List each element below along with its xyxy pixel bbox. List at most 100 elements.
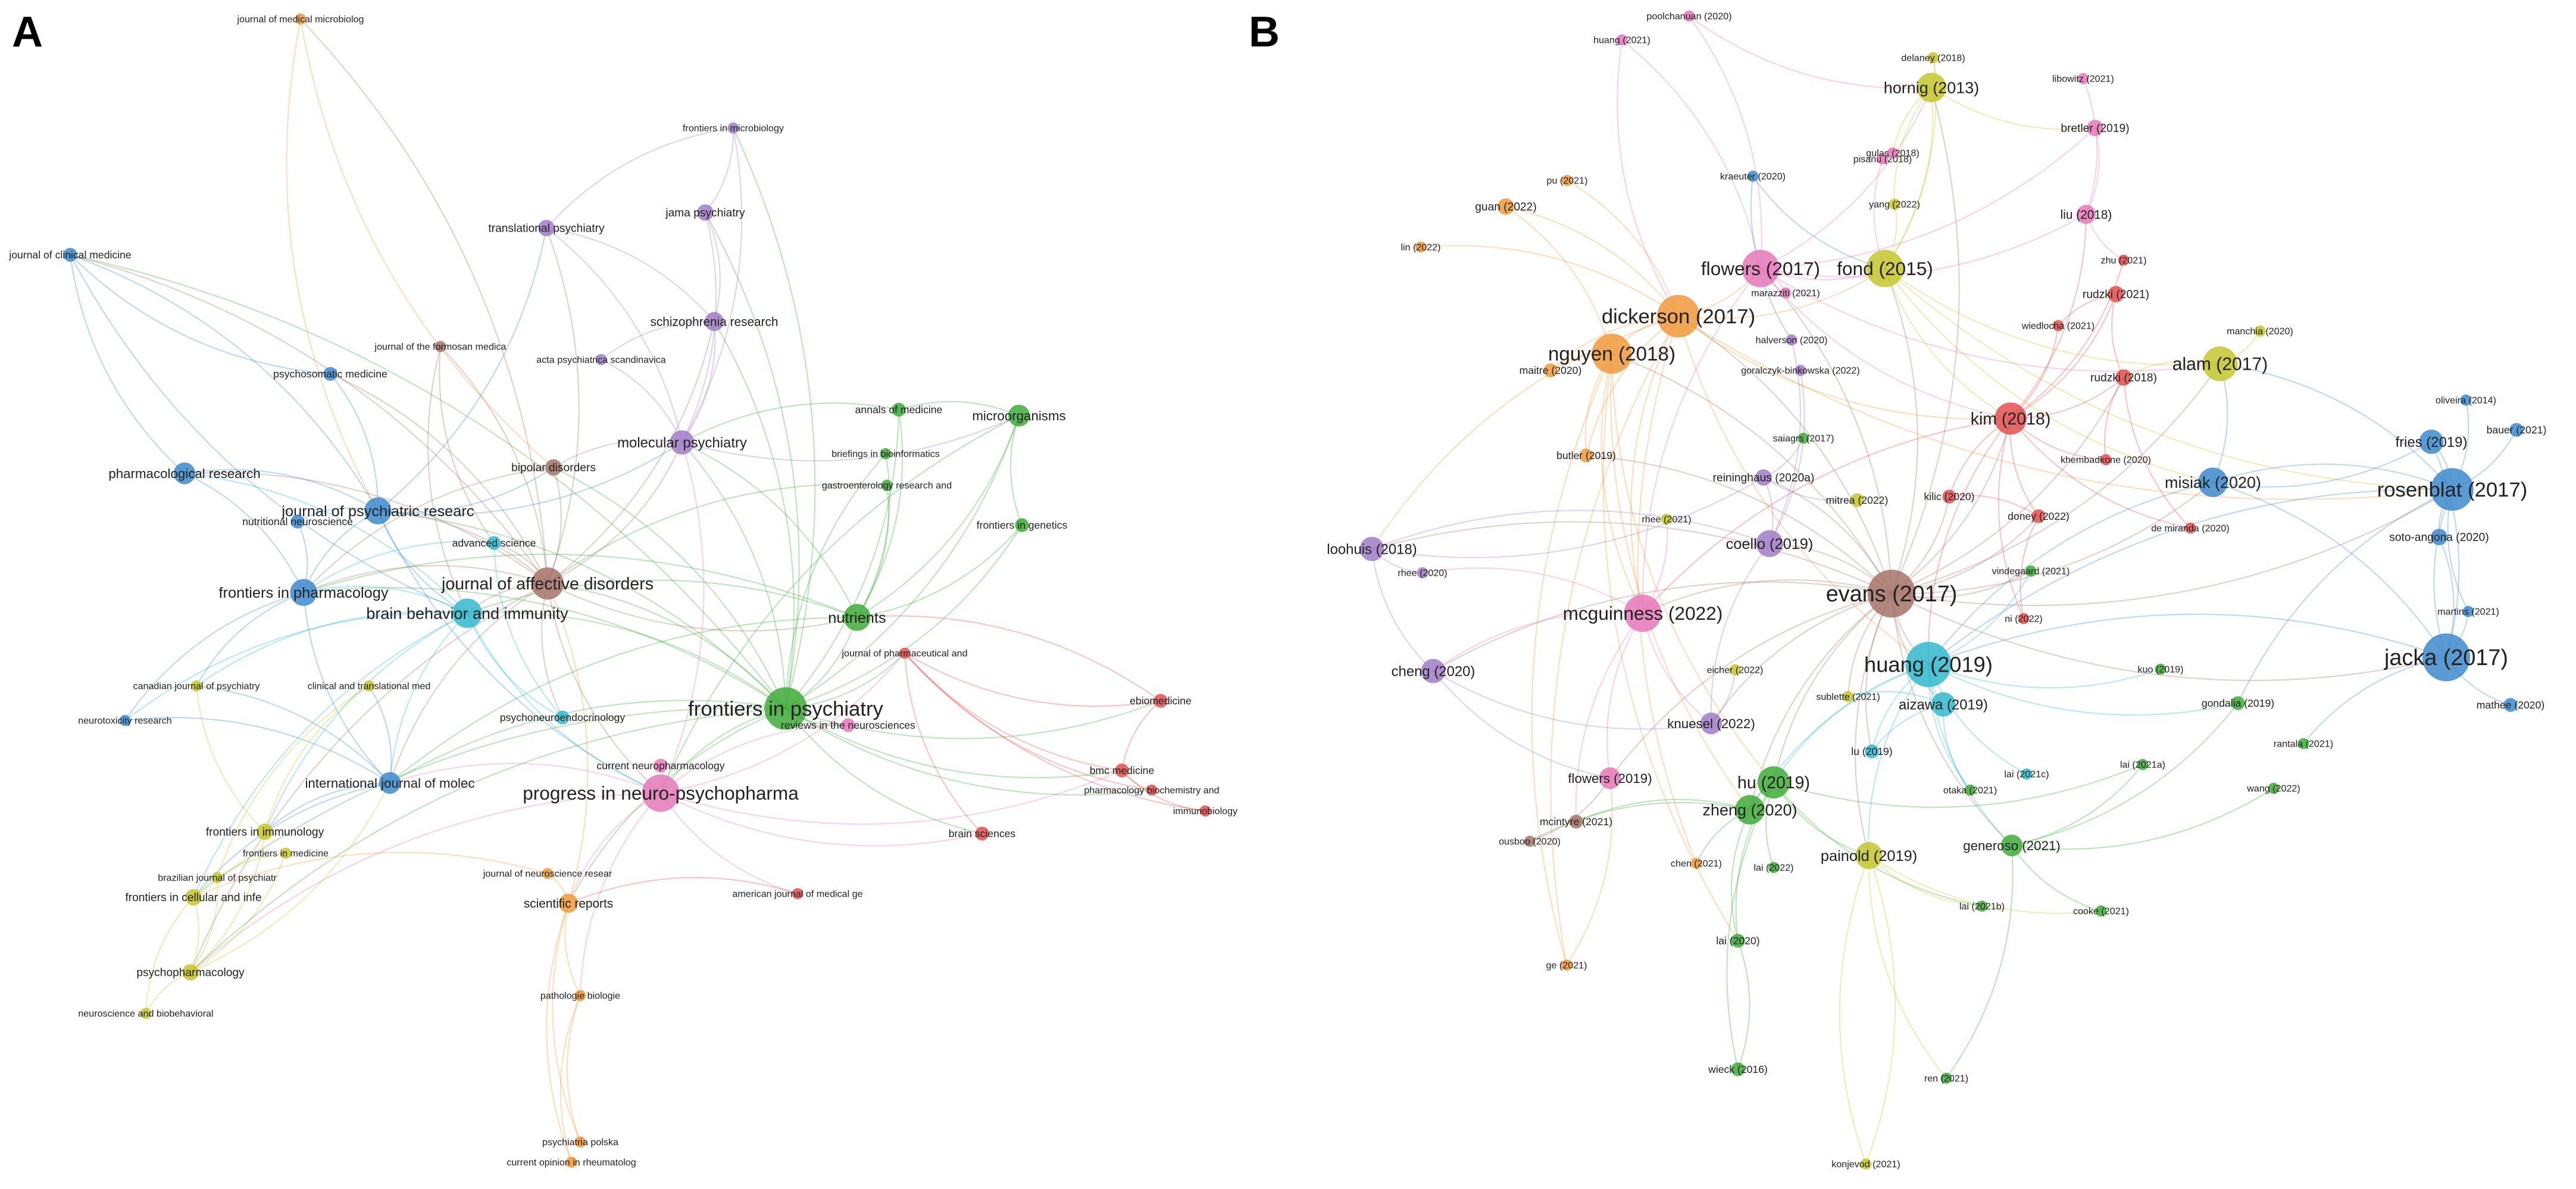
- network-edge: [299, 18, 554, 468]
- node-label-otaka-2021: otaka (2021): [1943, 785, 1997, 796]
- network-edge: [785, 708, 1123, 779]
- node-label-journal-of-medical-microbiolog: journal of medical microbiolog: [237, 14, 364, 25]
- node-frontiers-in-cellular-and-infe: [185, 889, 202, 906]
- network-edge: [1928, 664, 2239, 716]
- network-edge: [1928, 613, 2447, 666]
- node-label-kuo-2019: kuo (2019): [2138, 664, 2184, 675]
- node-label-mcintyre-2021: mcintyre (2021): [1540, 816, 1612, 828]
- network-edge: [704, 212, 721, 322]
- network-edge: [69, 254, 185, 474]
- network-edge: [1752, 176, 1886, 270]
- network-edge: [184, 472, 548, 584]
- network-edge: [1371, 315, 1679, 550]
- node-mcguinness-2022: [1624, 594, 1662, 632]
- node-kraeuter-2020: [1747, 170, 1759, 182]
- node-label-de-miranda-2020: de miranda (2020): [2151, 523, 2230, 534]
- node-misiak-2020: [2198, 467, 2228, 497]
- network-edge: [681, 402, 899, 443]
- node-bmc-medicine: [1115, 763, 1129, 778]
- network-edge: [660, 769, 1123, 825]
- network-edge: [1586, 454, 1892, 594]
- node-label-neuroscience-and-biobehavioral: neuroscience and biobehavioral: [78, 1009, 213, 1019]
- node-ebiomedicine: [1153, 694, 1168, 708]
- network-edge: [681, 442, 858, 618]
- network-edges-b: [1371, 15, 2517, 1165]
- network-edge: [70, 254, 548, 584]
- network-edge: [389, 616, 858, 784]
- network-edge: [681, 442, 787, 709]
- network-edge: [389, 763, 661, 794]
- node-label-coello-2019: coello (2019): [1726, 536, 1814, 553]
- network-edge: [377, 510, 661, 794]
- network-edge: [1689, 15, 1932, 89]
- network-edge: [1760, 268, 1893, 594]
- network-edge: [1884, 268, 2453, 491]
- network-edge: [2219, 363, 2453, 490]
- network-edge: [1730, 809, 1750, 941]
- network-edge: [1567, 180, 1680, 317]
- network-edge: [1946, 845, 2014, 1079]
- node-vindegaard-2021: [2025, 565, 2037, 577]
- network-edge: [124, 612, 468, 721]
- node-label-mitrea-2022: mitrea (2022): [1826, 494, 1889, 506]
- network-edge: [1678, 316, 2453, 500]
- node-psychopharmacology: [182, 964, 199, 981]
- node-delaney-2018: [1927, 52, 1939, 64]
- node-label-poolchanuan-2020: poolchanuan (2020): [1646, 11, 1731, 22]
- network-edge: [785, 409, 900, 709]
- node-label-nutritional-neuroscience: nutritional neuroscience: [242, 516, 353, 528]
- node-journal-of-neuroscience-resear: [542, 867, 554, 879]
- network-edge: [1121, 770, 1206, 812]
- network-edge: [1371, 510, 1770, 550]
- network-edge: [1760, 214, 2087, 278]
- network-edge: [1606, 613, 1643, 779]
- node-label-kilic-2020: kilic (2020): [1924, 491, 1974, 503]
- node-label-gastroenterology-research-and: gastroenterology research and: [822, 480, 952, 491]
- network-edge: [1772, 593, 1892, 783]
- node-label-journal-of-neuroscience-resear: journal of neuroscience resear: [483, 869, 612, 879]
- network-edge: [2010, 214, 2087, 419]
- network-edge: [1678, 268, 1886, 320]
- node-rudzki-2018: [2115, 369, 2132, 386]
- node-label-pharmacological-research: pharmacological research: [108, 466, 260, 481]
- network-edge: [660, 724, 849, 794]
- node-label-wieck-2016: wieck (2016): [1708, 1063, 1768, 1075]
- node-label-vindegaard-2021: vindegaard (2021): [1992, 566, 2070, 577]
- node-label-microorganisms: microorganisms: [972, 408, 1065, 423]
- network-edge: [1689, 15, 1762, 269]
- network-edge: [300, 18, 549, 584]
- node-rhee-2020: [1417, 567, 1428, 579]
- network-edge: [546, 227, 715, 322]
- node-label-translational-psychiatry: translational psychiatry: [488, 223, 605, 235]
- node-label-brazilian-journal-of-psychiatr: brazilian journal of psychiatr: [158, 873, 277, 884]
- network-edge: [2010, 418, 2191, 529]
- node-label-frontiers-in-psychiatry: frontiers in psychiatry: [688, 698, 883, 720]
- node-flowers-2017: [1742, 249, 1780, 288]
- network-edge: [2212, 463, 2453, 491]
- network-edge: [1642, 268, 1761, 614]
- network-edge: [904, 653, 1206, 812]
- node-wang-2022: [2268, 782, 2280, 794]
- node-label-rosenblat-2017: rosenblat (2017): [2377, 479, 2528, 501]
- node-maitre-2020: [1543, 363, 1558, 377]
- node-label-khembadkone-2020: khembadkone (2020): [2061, 455, 2151, 466]
- node-marazziti-2021: [1780, 287, 1792, 299]
- node-frontiers-in-medicine: [280, 847, 292, 859]
- node-label-zhu-2021: zhu (2021): [2101, 255, 2147, 266]
- network-nodes-a: journal of medical microbiolog frontiers …: [8, 13, 1238, 1168]
- network-edge: [1868, 664, 1929, 856]
- network-edge: [2011, 845, 2102, 912]
- network-edge: [714, 321, 795, 709]
- network-edge: [1433, 611, 1643, 672]
- node-label-wiedlocha-2021: wiedlocha (2021): [2021, 321, 2095, 332]
- network-edge: [1865, 855, 1896, 1165]
- node-journal-of-pharmaceutical-and: [899, 647, 911, 659]
- node-label-hu-2019: hu (2019): [1737, 773, 1810, 792]
- node-label-pharmacology-biochemistry-and: pharmacology biochemistry and: [1084, 785, 1219, 796]
- network-edge: [856, 485, 889, 618]
- node-label-frontiers-in-medicine: frontiers in medicine: [243, 848, 329, 859]
- node-label-lai-2022: lai (2022): [1753, 863, 1793, 873]
- network-edge: [547, 483, 887, 584]
- node-hu-2019: [1758, 766, 1790, 798]
- network-edge: [898, 401, 1020, 417]
